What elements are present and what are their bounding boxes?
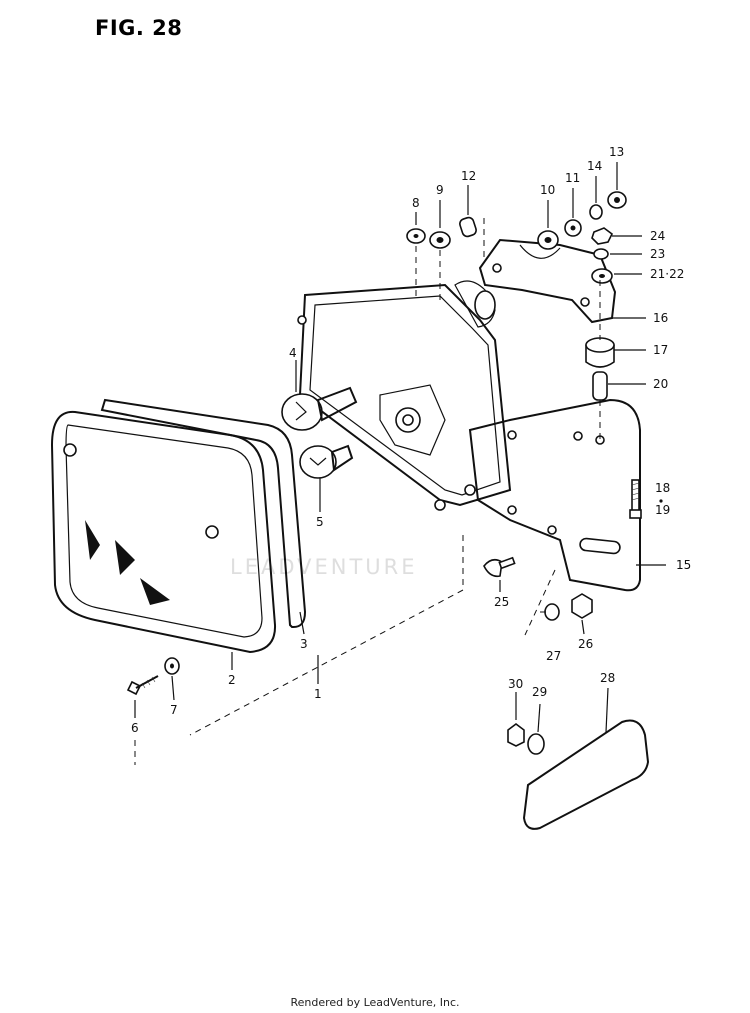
damper-17 — [585, 337, 615, 368]
callout-15: 15 — [676, 558, 691, 572]
washer-23 — [593, 248, 609, 260]
callout-5: 5 — [316, 515, 324, 529]
footer-credit: Rendered by LeadVenture, Inc. — [290, 996, 460, 1009]
callout-21-22: 21·22 — [650, 267, 684, 281]
dot-18-19 — [659, 499, 663, 503]
callout-3: 3 — [300, 637, 308, 651]
bolt-18 — [629, 479, 642, 519]
callout-19: 19 — [655, 503, 670, 517]
callout-7: 7 — [170, 703, 178, 717]
washer-7 — [164, 657, 180, 675]
bulb-5 — [299, 444, 354, 479]
callout-30: 30 — [508, 677, 523, 691]
nut-13 — [607, 191, 627, 209]
callout-20: 20 — [653, 377, 668, 391]
callout-28: 28 — [600, 671, 615, 685]
callout-6: 6 — [131, 721, 139, 735]
washer-11 — [564, 219, 582, 237]
callout-16: 16 — [653, 311, 668, 325]
callout-8: 8 — [412, 196, 420, 210]
assembly-lines — [134, 218, 601, 765]
callout-29: 29 — [532, 685, 547, 699]
washer-9 — [429, 231, 451, 249]
callout-labels: 13 14 12 9 8 10 11 24 23 21·22 16 17 20 … — [131, 145, 691, 735]
nut-24 — [591, 227, 614, 245]
gasket — [100, 398, 307, 629]
watermark: LEADVENTURE — [230, 555, 418, 579]
callout-2: 2 — [228, 673, 236, 687]
washer-21-22 — [591, 268, 613, 284]
callout-18: 18 — [655, 481, 670, 495]
leader-lines — [134, 162, 666, 733]
washer-14 — [589, 204, 603, 220]
callout-4: 4 — [289, 346, 297, 360]
bulb-4 — [281, 386, 358, 431]
washer-29 — [527, 733, 545, 755]
screw-25 — [483, 556, 516, 578]
callout-9: 9 — [436, 183, 444, 197]
callout-25: 25 — [494, 595, 509, 609]
collar-20 — [592, 371, 608, 401]
screw-6 — [126, 675, 159, 696]
washer-10 — [537, 230, 559, 250]
callout-13: 13 — [609, 145, 624, 159]
callout-27: 27 — [546, 649, 561, 663]
reflector-28 — [522, 719, 650, 830]
callout-14: 14 — [587, 159, 602, 173]
figure-title: FIG. 28 — [95, 16, 183, 40]
license-bracket — [468, 398, 641, 592]
washer-8 — [406, 228, 426, 244]
washer-27 — [544, 603, 560, 621]
callout-11: 11 — [565, 171, 580, 185]
tail-lens — [50, 410, 277, 654]
callout-23: 23 — [650, 247, 665, 261]
nut-26 — [571, 593, 593, 619]
callout-10: 10 — [540, 183, 555, 197]
callout-1: 1 — [314, 687, 322, 701]
callout-24: 24 — [650, 229, 665, 243]
callout-12: 12 — [461, 169, 476, 183]
callout-17: 17 — [653, 343, 668, 357]
lamp-housing — [297, 280, 512, 511]
collar-12 — [459, 216, 477, 238]
callout-26: 26 — [578, 637, 593, 651]
nut-30 — [507, 723, 525, 747]
